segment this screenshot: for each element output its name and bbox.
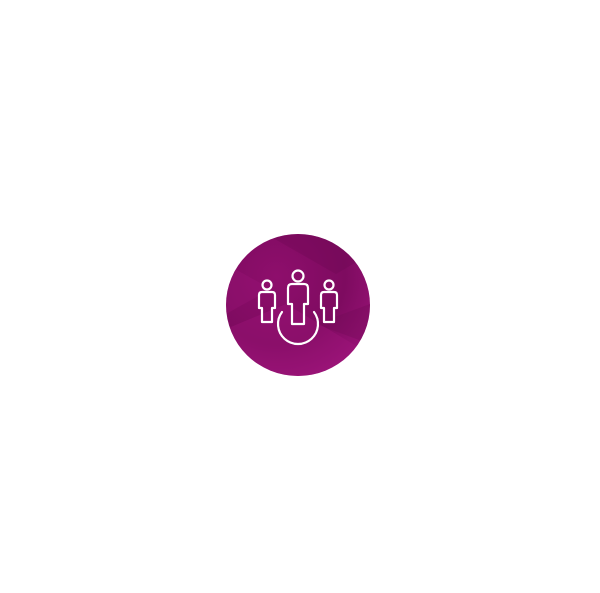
selection-ring — [276, 310, 320, 346]
team-badge — [226, 234, 370, 376]
left-person-body — [257, 290, 277, 324]
team-people-icon — [226, 234, 370, 376]
left-person-head — [261, 279, 273, 291]
people-figures — [257, 269, 339, 346]
right-person-body — [319, 290, 339, 324]
badge-background — [226, 234, 370, 376]
center-person-head — [291, 269, 305, 283]
right-person-head — [323, 279, 335, 291]
center-person-body — [286, 282, 310, 326]
